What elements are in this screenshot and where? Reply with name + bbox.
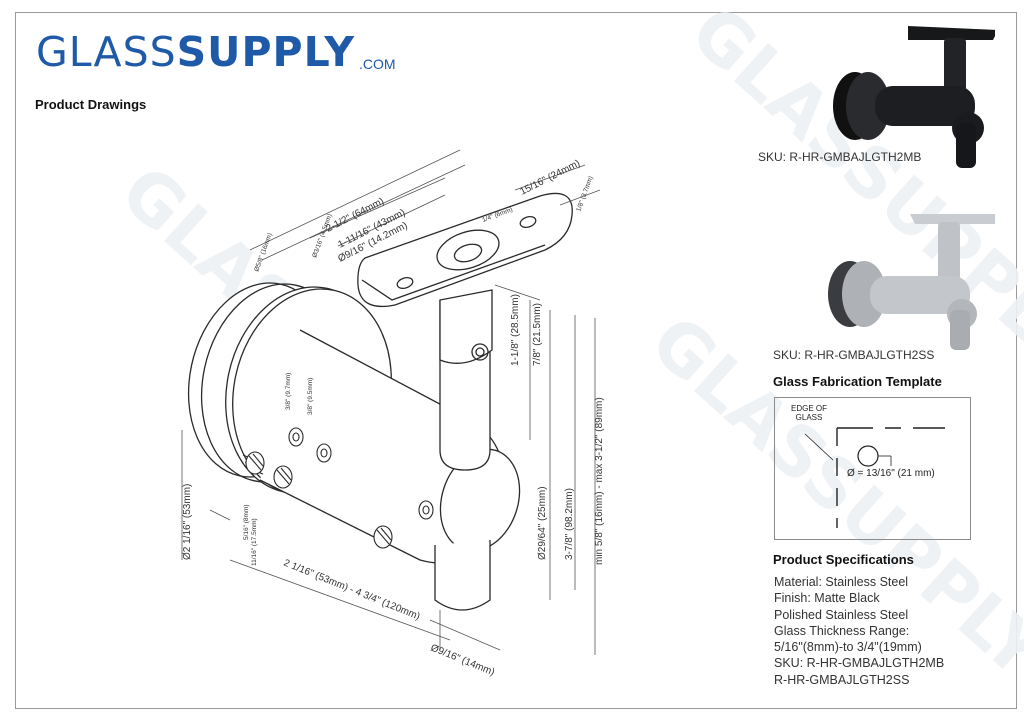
edge-label-line2: GLASS	[795, 413, 823, 422]
product-photo-silver	[828, 214, 995, 350]
product-photo-black	[833, 26, 995, 168]
bracket-silver-shape	[828, 214, 995, 350]
dim-reach: min 5/8" (16mm) - max 3-1/2" (89mm)	[594, 397, 605, 565]
edge-label-line1: EDGE OF	[791, 404, 828, 413]
spec-line: Polished Stainless Steel	[774, 607, 909, 622]
dim-disc-dia: Ø2 1/16" (53mm)	[182, 484, 193, 560]
specifications-list: Material: Stainless Steel Finish: Matte …	[774, 574, 944, 688]
dim-tube-dia: Ø29/64" (25mm)	[537, 486, 548, 560]
product-specifications-title: Product Specifications	[773, 552, 914, 567]
dim-post-h2: 7/8" (21.5mm)	[532, 303, 543, 366]
brand-supply: SUPPLY	[176, 28, 356, 76]
spec-line: Finish: Matte Black	[774, 591, 880, 606]
dim-post-h1: 1-1/8" (28.5mm)	[510, 294, 521, 366]
sku-silver: SKU: R-HR-GMBAJLGTH2SS	[773, 348, 935, 362]
dim-side-offset2: 11/16" (17.5mm)	[251, 518, 258, 566]
brand-glass: GLASS	[36, 28, 177, 76]
dim-side-offset: 5/16" (8mm)	[243, 504, 250, 540]
spec-line: R-HR-GMBAJLGTH2SS	[774, 672, 910, 687]
spec-line: Glass Thickness Range:	[774, 623, 910, 638]
spec-line: 5/16"(8mm)-to 3/4"(19mm)	[774, 640, 922, 655]
dim-saddle-width: 15/16" (24mm)	[518, 158, 582, 198]
dim-bottom-dia: Ø9/16" (14mm)	[429, 643, 496, 679]
dim-height: 3-7/8" (98.2mm)	[564, 488, 575, 560]
edge-of-glass-label: EDGE OF GLASS	[791, 404, 827, 422]
brand-logo: GLASS SUPPLY .COM	[36, 28, 396, 76]
dim-hole-spacing-a: 3/8" (9.7mm)	[285, 373, 292, 410]
sku-black: SKU: R-HR-GMBAJLGTH2MB	[758, 150, 922, 164]
dim-projection: 2 1/16" (53mm) - 4 3/4" (120mm)	[282, 558, 422, 623]
fabrication-template-title: Glass Fabrication Template	[773, 374, 942, 389]
dim-saddle-thick: 1/8" (3.7mm)	[575, 175, 594, 212]
spec-line: SKU: R-HR-GMBAJLGTH2MB	[774, 656, 945, 671]
template-diagram	[804, 427, 945, 528]
hole-diameter-label: Ø = 13/16" (21 mm)	[847, 468, 935, 479]
page-frame	[15, 12, 1017, 709]
bracket-black-shape	[833, 26, 995, 168]
dim-small-hole-b: Ø5/8" (16mm)	[253, 232, 273, 273]
fabrication-template-box: EDGE OF GLASS Ø = 13/16" (21 mm)	[774, 397, 971, 540]
dim-hole-spacing-b: 3/8" (9.5mm)	[307, 378, 314, 415]
brand-com: .COM	[359, 56, 396, 72]
product-drawings-title: Product Drawings	[35, 97, 147, 112]
spec-line: Material: Stainless Steel	[774, 575, 909, 589]
